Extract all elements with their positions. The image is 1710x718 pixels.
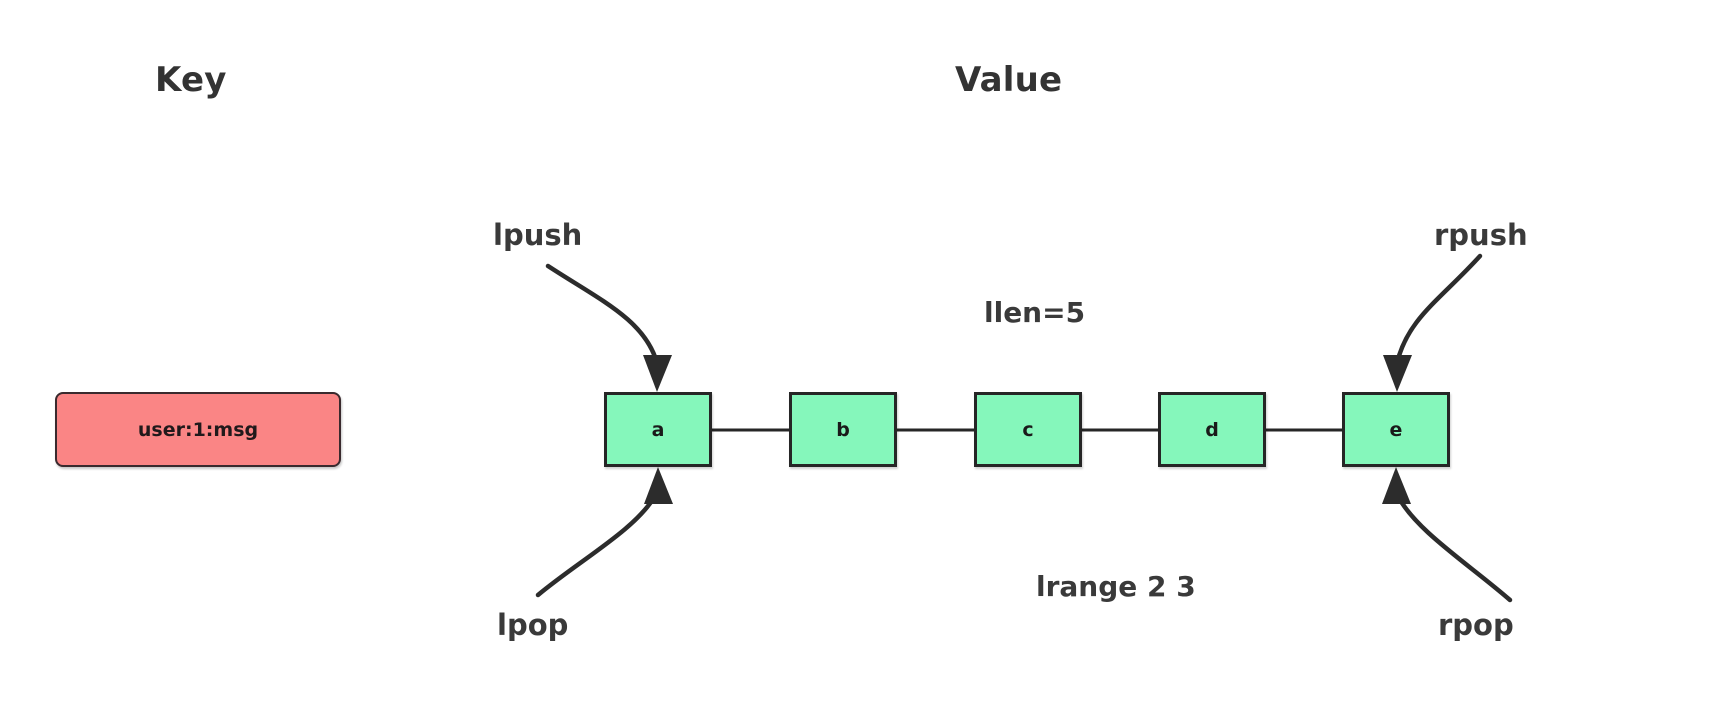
key-column-title: Key: [155, 60, 227, 100]
llen-annotation: llen=5: [984, 296, 1086, 329]
lpush-arrow-icon: [545, 263, 672, 392]
list-node-a[interactable]: a: [604, 392, 712, 467]
list-node-e[interactable]: e: [1342, 392, 1450, 467]
list-node-d[interactable]: d: [1158, 392, 1266, 467]
rpush-arrow-icon: [1383, 253, 1483, 392]
lpop-arrow-icon: [535, 467, 673, 598]
lpop-label: lpop: [497, 608, 569, 642]
list-node-c[interactable]: c: [974, 392, 1082, 467]
value-column-title: Value: [955, 60, 1063, 100]
rpop-label: rpop: [1438, 608, 1514, 642]
rpop-arrow-icon: [1382, 467, 1513, 603]
rpush-label: rpush: [1434, 218, 1528, 252]
list-node-b[interactable]: b: [789, 392, 897, 467]
lrange-annotation: lrange 2 3: [1036, 570, 1196, 603]
lpush-label: lpush: [493, 218, 583, 252]
key-node-user-1-msg[interactable]: user:1:msg: [55, 392, 341, 467]
